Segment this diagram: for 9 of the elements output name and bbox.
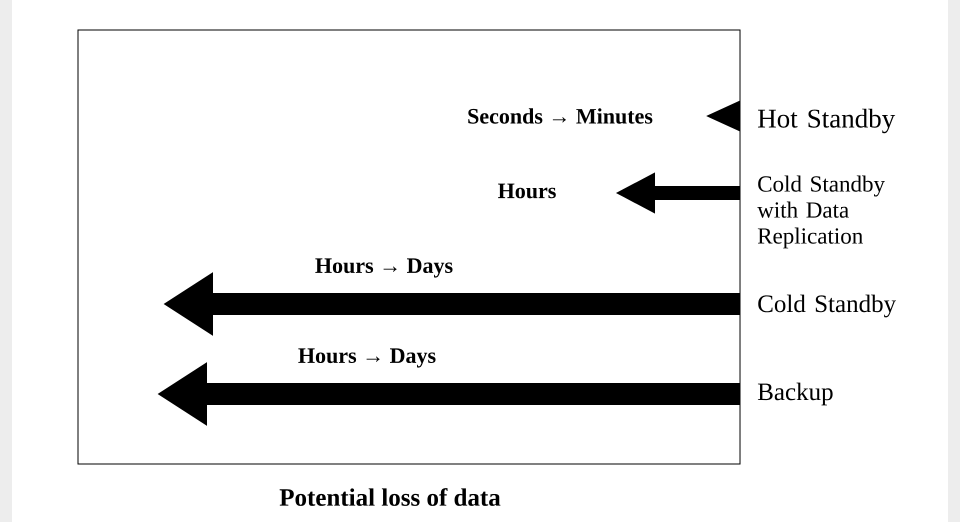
- standby-label: Hot Standby: [758, 108, 896, 134]
- standby-label: Cold Standby: [758, 294, 896, 318]
- caption: Potential loss of data: [280, 488, 500, 506]
- edge-label: Hours: [498, 184, 556, 198]
- edge-label: Hours → Days: [298, 348, 436, 368]
- edge-label: Seconds → Minutes: [468, 108, 652, 124]
- standby-label: Backup: [758, 382, 833, 406]
- standby-label: Cold Standby with Data Replication: [757, 176, 885, 248]
- edge-label: Hours → Days: [315, 258, 453, 278]
